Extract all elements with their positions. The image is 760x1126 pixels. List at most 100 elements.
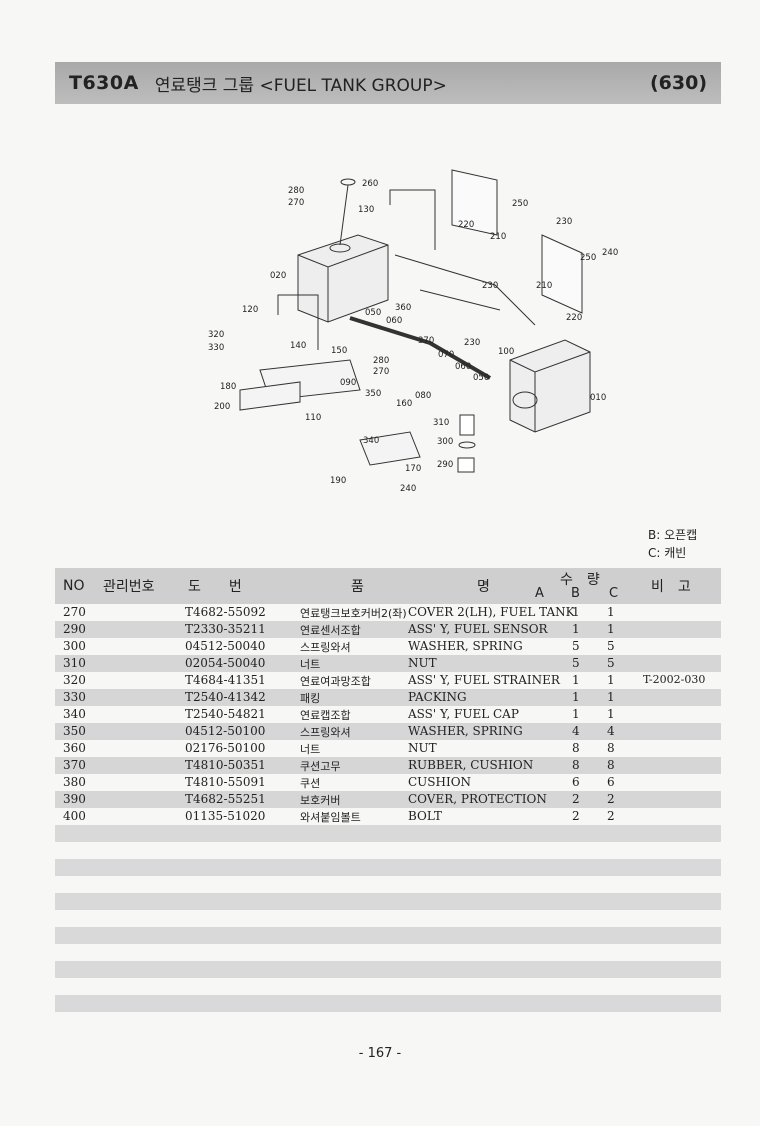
row-qty-b: 1 (607, 690, 615, 704)
svg-text:100: 100 (498, 347, 514, 357)
svg-text:060: 060 (455, 362, 471, 372)
svg-text:210: 210 (536, 281, 552, 291)
row-name-kr: 스프링와셔 (300, 726, 351, 739)
row-name-en: ASS' Y, FUEL SENSOR (408, 622, 548, 636)
empty-row (55, 876, 721, 893)
row-part-no: 02176-50100 (185, 741, 266, 755)
row-part-no: T2330-35211 (185, 622, 266, 636)
col-qty: 수 량 (560, 572, 600, 588)
svg-text:250: 250 (512, 199, 528, 209)
row-qty-a: 1 (572, 707, 580, 721)
svg-text:280: 280 (373, 356, 389, 366)
svg-text:340: 340 (363, 436, 379, 446)
svg-text:080: 080 (415, 391, 431, 401)
row-qty-b: 2 (607, 792, 615, 806)
svg-text:110: 110 (305, 413, 321, 423)
row-part-no: 04512-50040 (185, 639, 266, 653)
svg-text:010: 010 (590, 393, 606, 403)
svg-text:290: 290 (437, 460, 453, 470)
svg-text:240: 240 (602, 248, 618, 258)
page-code: (630) (649, 72, 707, 94)
row-part-no: T4810-50351 (185, 758, 266, 772)
svg-text:070: 070 (438, 350, 454, 360)
svg-text:310: 310 (433, 418, 449, 428)
svg-text:370: 370 (418, 336, 434, 346)
section-title: 연료탱크 그룹 <FUEL TANK GROUP> (154, 75, 447, 96)
row-qty-a: 6 (572, 775, 580, 789)
svg-text:250: 250 (580, 253, 596, 263)
row-qty-a: 5 (572, 656, 580, 670)
row-name-en: COVER 2(LH), FUEL TANK (408, 605, 575, 619)
row-no: 340 (63, 707, 86, 721)
table-header: NO 관리번호 도 번 품 명 수 량 A B C 비 고 (55, 568, 721, 604)
svg-text:020: 020 (270, 271, 286, 281)
row-name-kr: 연료여과망조합 (300, 675, 371, 688)
row-qty-b: 4 (607, 724, 615, 738)
row-no: 310 (63, 656, 86, 670)
row-qty-a: 1 (572, 673, 580, 687)
svg-text:280: 280 (288, 186, 304, 196)
empty-row (55, 961, 721, 978)
svg-text:220: 220 (458, 220, 474, 230)
row-name-kr: 연료캡조합 (300, 709, 351, 722)
col-no: NO (63, 578, 85, 594)
row-name-en: ASS' Y, FUEL STRAINER (408, 673, 560, 687)
row-qty-a: 4 (572, 724, 580, 738)
svg-text:240: 240 (400, 484, 416, 494)
row-name-kr: 쿠션 (300, 777, 321, 790)
row-name-en: WASHER, SPRING (408, 639, 523, 653)
svg-text:150: 150 (331, 346, 347, 356)
row-qty-a: 1 (572, 690, 580, 704)
row-qty-b: 5 (607, 656, 615, 670)
svg-text:160: 160 (396, 399, 412, 409)
empty-row (55, 1012, 721, 1029)
empty-row (55, 842, 721, 859)
row-part-no: T4684-41351 (185, 673, 266, 687)
row-name-kr: 스프링와셔 (300, 641, 351, 654)
row-name-en: RUBBER, CUSHION (408, 758, 534, 772)
row-name-en: CUSHION (408, 775, 472, 789)
row-part-no: T2540-41342 (185, 690, 266, 704)
row-qty-b: 1 (607, 673, 615, 687)
svg-text:180: 180 (220, 382, 236, 392)
row-part-no: 02054-50040 (185, 656, 266, 670)
row-no: 270 (63, 605, 86, 619)
col-name-kr: 품 (351, 579, 364, 595)
section-header: T630A 연료탱크 그룹 <FUEL TANK GROUP> (630) (55, 62, 721, 104)
row-qty-a: 2 (572, 809, 580, 823)
row-no: 380 (63, 775, 86, 789)
row-no: 300 (63, 639, 86, 653)
svg-text:260: 260 (362, 179, 378, 189)
row-name-kr: 너트 (300, 743, 321, 756)
row-no: 360 (63, 741, 86, 755)
svg-text:230: 230 (556, 217, 572, 227)
row-name-kr: 너트 (300, 658, 321, 671)
row-qty-a: 1 (572, 622, 580, 636)
empty-row (55, 893, 721, 910)
row-name-kr: 보호커버 (300, 794, 341, 807)
row-no: 390 (63, 792, 86, 806)
svg-text:230: 230 (464, 338, 480, 348)
row-qty-b: 8 (607, 741, 615, 755)
row-no: 350 (63, 724, 86, 738)
empty-row (55, 927, 721, 944)
row-part-no: T2540-54821 (185, 707, 266, 721)
variant-notes: B: 오픈캡 C: 캐빈 (648, 526, 697, 562)
empty-row (55, 859, 721, 876)
row-part-no: 04512-50100 (185, 724, 266, 738)
row-name-kr: 연료탱크보호커버2(좌) (300, 607, 407, 620)
empty-row (55, 910, 721, 927)
svg-text:050: 050 (473, 373, 489, 383)
row-no: 400 (63, 809, 86, 823)
